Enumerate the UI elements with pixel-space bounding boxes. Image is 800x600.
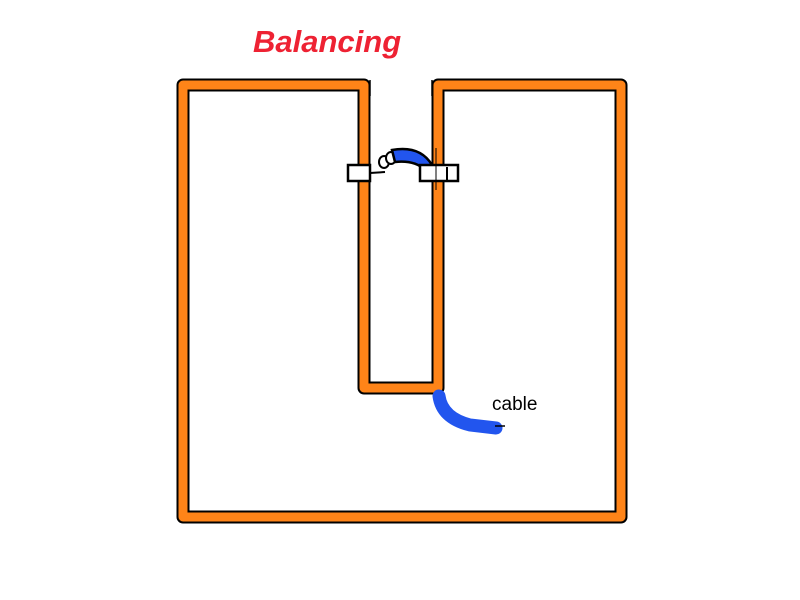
- cable-label: cable: [492, 394, 538, 415]
- diagram-title: Balancing: [253, 24, 402, 59]
- antenna-frame: [176, 76, 628, 524]
- coax-cable: [432, 389, 505, 435]
- feed-connector: [346, 147, 460, 190]
